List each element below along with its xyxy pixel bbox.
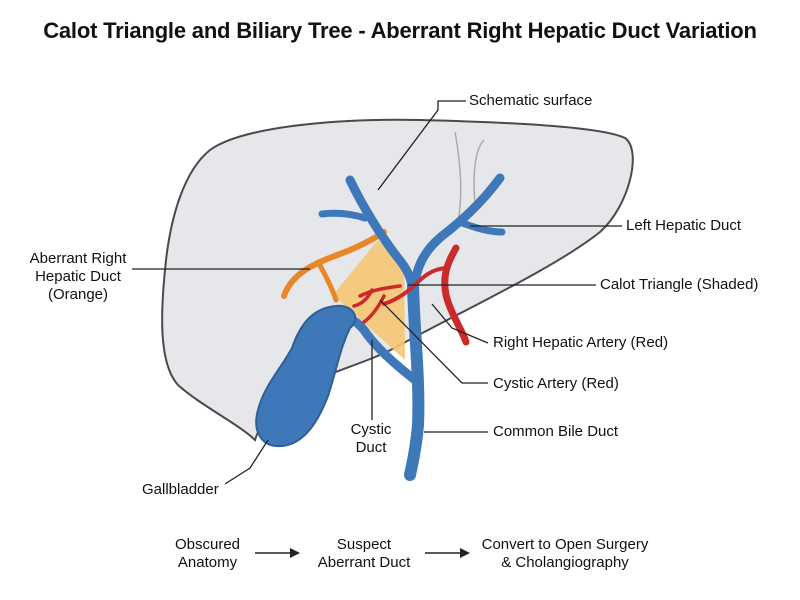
flow-step-1-line-1: Obscured [174,536,241,553]
aberrant-duct-branch [315,259,339,303]
label-aberrant-line-3: (Orange) [47,286,109,303]
flow-step-3-line-2: & Cholangiography [501,554,629,571]
label-aberrant-line-2: Hepatic Duct [35,268,121,285]
label-calot-triangle: Calot Triangle (Shaded) [600,276,759,293]
duct-branch [318,209,369,222]
gallbladder-shape [255,304,357,448]
label-cystic-duct-line-2: Duct [355,439,387,456]
flow-arrow [255,548,300,558]
label-cystic-artery: Cystic Artery (Red) [493,375,619,392]
artery-branch [382,266,450,306]
label-aberrant-right-hepatic-duct: Aberrant Right Hepatic Duct (Orange) [18,250,138,304]
page-title: Calot Triangle and Biliary Tree - Aberra… [43,18,757,43]
flow-step-2-line-1: Suspect [336,536,392,553]
right-hepatic-artery-vessel [441,244,470,346]
left-hepatic-duct-vessel [409,173,505,295]
leader-gallbladder [224,439,269,485]
label-right-hepatic-artery: Right Hepatic Artery (Red) [493,334,669,351]
leader-lines [132,100,622,485]
label-cystic-duct-line-1: Cystic [350,421,392,438]
leader-right-hepatic-artery [431,303,489,344]
label-aberrant-line-1: Aberrant Right [29,250,127,267]
flow-step-2-line-2: Aberrant Duct [317,554,411,571]
common-bile-duct-vessel [404,279,425,481]
flow-step-convert-open-surgery: Convert to Open Surgery & Cholangiograph… [472,536,658,572]
flow-step-1-line-2: Anatomy [177,554,238,571]
flow-arrow [425,548,470,558]
label-gallbladder: Gallbladder [142,481,219,498]
flow-step-obscured-anatomy: Obscured Anatomy [160,536,255,572]
label-cystic-duct: Cystic Duct [336,421,406,457]
leader-cystic-artery [379,299,488,384]
calot-triangle [333,240,405,360]
label-common-bile-duct: Common Bile Duct [493,423,619,440]
label-schematic-surface: Schematic surface [469,92,593,109]
flow-step-suspect-aberrant-duct: Suspect Aberrant Duct [305,536,423,572]
leader-schematic-surface [377,100,466,191]
aberrant-right-hepatic-duct [281,229,387,299]
label-left-hepatic-duct: Left Hepatic Duct [626,217,742,234]
cystic-artery-vessel [352,284,402,324]
duct-branch [456,218,506,236]
flow-step-3-line-1: Convert to Open Surgery [481,536,649,553]
lobe-division-line [454,131,462,223]
